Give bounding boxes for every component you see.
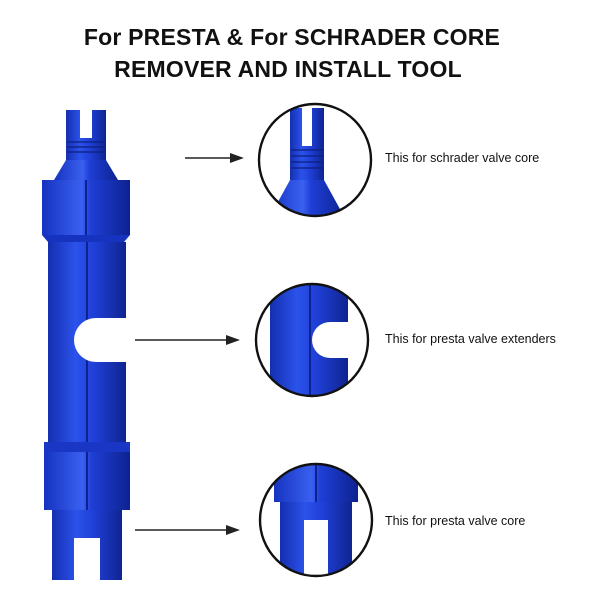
callout-label-presta-extenders: This for presta valve extenders — [385, 332, 556, 346]
product-title-line-2: REMOVER AND INSTALL TOOL — [114, 56, 462, 82]
callout-label-schrader-core: This for schrader valve core — [385, 151, 540, 165]
schrader-tip-detail-icon — [257, 102, 373, 218]
arrow-icon — [135, 335, 240, 345]
valve-tool-body — [42, 108, 130, 584]
callout-label-presta-core: This for presta valve core — [385, 514, 526, 528]
presta-tip-detail-icon — [258, 462, 374, 578]
product-title-line-1: For PRESTA & For SCHRADER CORE — [83, 24, 501, 50]
arrow-icon — [135, 525, 240, 535]
arrow-icon — [185, 153, 244, 163]
notch-slot-detail-icon — [254, 282, 370, 398]
